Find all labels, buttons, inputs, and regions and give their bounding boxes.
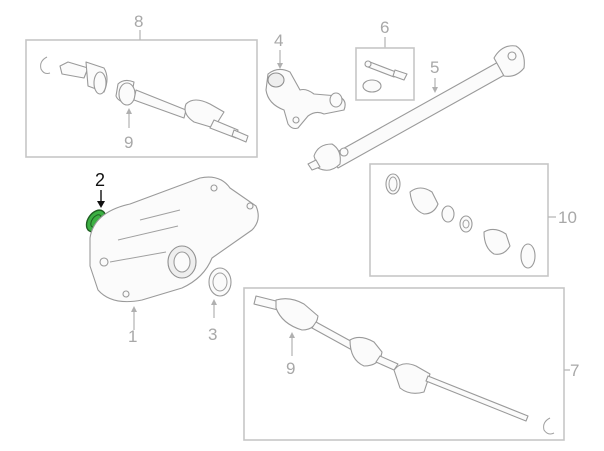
callout-8: 8 <box>134 12 143 31</box>
callout-2: 2 <box>95 170 105 190</box>
callout-1: 1 <box>128 327 137 346</box>
circlip-icon <box>40 56 51 74</box>
callout-9-lower: 9 <box>286 359 295 378</box>
circlip-icon <box>543 417 555 435</box>
callout-6: 6 <box>380 18 389 37</box>
callout-7: 7 <box>570 361 579 380</box>
callout-3: 3 <box>208 325 217 344</box>
part-1-differential[interactable]: 1 <box>89 176 259 346</box>
group-8-frame <box>25 39 258 158</box>
group-10-joint-kit-box[interactable]: 10 <box>369 163 577 277</box>
callout-9-upper: 9 <box>124 133 133 152</box>
group-8-axle-shaft-box[interactable]: 8 9 <box>25 12 258 158</box>
group-7-frame <box>243 287 565 441</box>
callout-10: 10 <box>558 208 577 227</box>
axle-shaft-8 <box>59 61 249 143</box>
part-3-ring[interactable]: 3 <box>208 267 232 344</box>
group-7-axle-shaft-box[interactable]: 7 9 <box>243 287 579 441</box>
group-10-frame <box>369 163 549 277</box>
part-5-propeller-shaft[interactable]: 5 <box>307 45 525 171</box>
callout-4: 4 <box>274 31 283 50</box>
group-6-bolt-kit[interactable]: 6 <box>355 18 415 101</box>
axle-shaft-7 <box>253 295 529 422</box>
callout-5: 5 <box>430 58 439 77</box>
part-4-flange-housing[interactable]: 4 <box>265 31 346 130</box>
group-6-frame <box>355 47 415 101</box>
